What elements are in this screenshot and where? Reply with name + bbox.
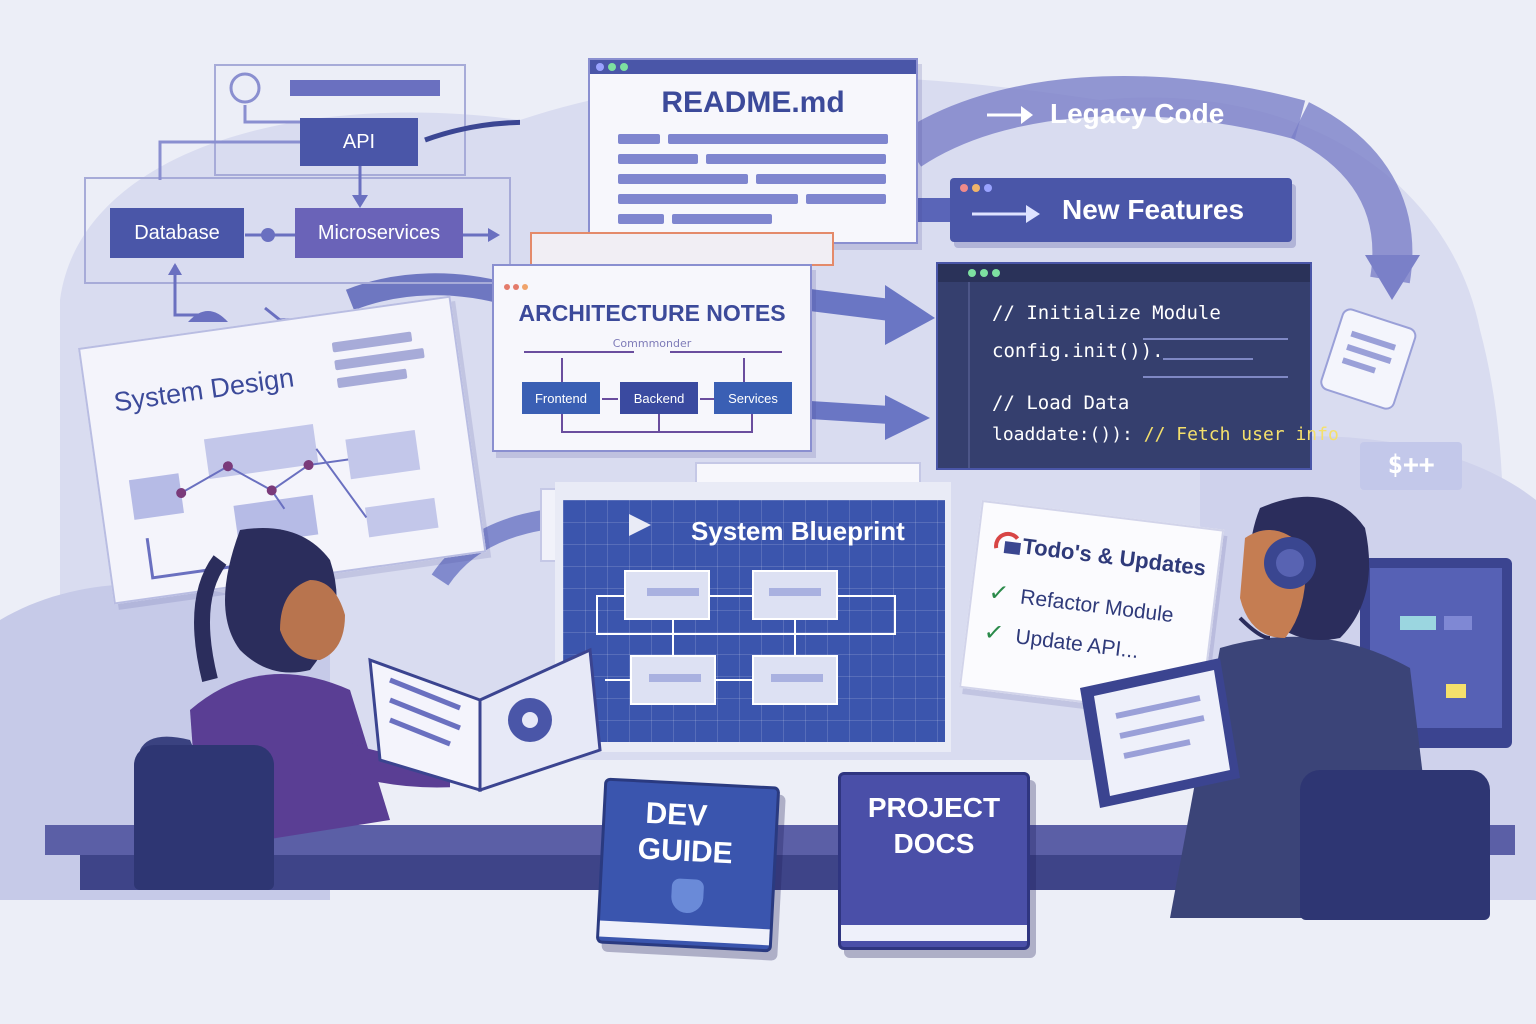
microservices-box[interactable]: Microservices <box>295 208 463 258</box>
checkmark-icon: ✓ <box>982 617 1006 648</box>
dev-guide-book[interactable]: DEV GUIDE <box>595 777 781 953</box>
api-box[interactable]: API <box>300 118 418 166</box>
badge-box: $++ <box>1360 442 1462 490</box>
architecture-notes-subtitle: Commmonder <box>612 337 692 350</box>
code-line-3: // Load Data <box>992 392 1130 414</box>
checkmark-icon: ✓ <box>987 577 1011 608</box>
project-docs-line1: PROJECT <box>867 792 1001 823</box>
new-features-card[interactable]: New Features <box>950 178 1292 242</box>
dev-guide-line1: DEV <box>644 796 709 833</box>
backend-box[interactable]: Backend <box>620 382 698 414</box>
code-line-4-comment: // Fetch user info <box>1143 424 1339 445</box>
project-docs-line2: DOCS <box>893 828 975 859</box>
play-arrow-icon <box>629 514 651 536</box>
shield-icon <box>670 878 705 914</box>
readme-titlebar <box>590 60 916 74</box>
document-icon <box>1320 308 1417 410</box>
chair-right <box>1300 770 1490 920</box>
code-line-1: // Initialize Module <box>992 302 1221 324</box>
code-line-4-code: loaddate:()): <box>992 424 1133 445</box>
architecture-diagram-lines <box>84 64 520 324</box>
system-design-title: System Design <box>111 362 296 418</box>
blueprint-diagram <box>596 570 896 705</box>
dev-guide-line2: GUIDE <box>636 832 734 871</box>
system-blueprint-title: System Blueprint <box>691 516 905 546</box>
readme-card[interactable]: README.md <box>588 58 918 244</box>
code-line-4: loaddate:()): // Fetch user info <box>992 424 1339 445</box>
services-box[interactable]: Services <box>714 382 792 414</box>
architecture-notes-card[interactable]: ARCHITECTURE NOTES Commmonder Frontend B… <box>492 264 812 452</box>
arrow-right-icon <box>972 205 1040 223</box>
legacy-arrow-icon <box>987 106 1033 124</box>
todo-note[interactable]: Todo's & Updates ✓ Refactor Module ✓ Upd… <box>958 500 1225 718</box>
open-book <box>368 647 602 793</box>
architecture-connectors <box>524 351 782 433</box>
project-docs-book[interactable]: PROJECT DOCS <box>838 772 1030 950</box>
system-blueprint-panel[interactable]: System Blueprint <box>555 482 951 752</box>
badge-label: $++ <box>1387 450 1435 480</box>
legacy-code-label: Legacy Code <box>1050 98 1225 129</box>
readme-title: README.md <box>661 86 845 119</box>
code-line-2: config.init()). <box>992 340 1164 362</box>
system-design-sheet[interactable]: System Design <box>78 295 487 605</box>
architecture-notes-title: ARCHITECTURE NOTES <box>518 300 786 326</box>
new-features-label: New Features <box>1062 194 1245 225</box>
pin-icon <box>994 531 1022 555</box>
system-design-diagram <box>128 424 439 580</box>
database-box[interactable]: Database <box>110 208 244 258</box>
frontend-box[interactable]: Frontend <box>522 382 600 414</box>
code-editor[interactable]: // Initialize Module config.init()). // … <box>936 262 1339 470</box>
chair-left <box>134 745 274 890</box>
code-editor-titlebar <box>938 264 1310 282</box>
